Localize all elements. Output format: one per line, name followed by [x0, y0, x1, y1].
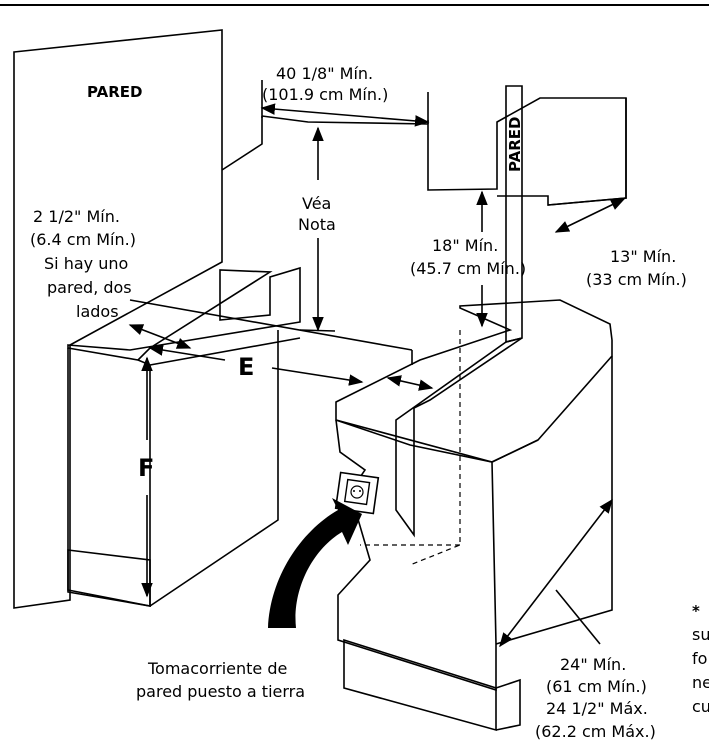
label-outlet-line1: Tomacorriente de [147, 659, 287, 678]
dim-side-25 [128, 324, 192, 349]
label-side-line2: (6.4 cm Mín.) [30, 230, 136, 249]
label-note-line2: Nota [298, 215, 336, 234]
dim-24-leader [555, 589, 601, 645]
dim-e-right [271, 367, 364, 386]
label-cut-line4: ne [692, 673, 709, 692]
dim-24 [499, 498, 613, 648]
label-side-line4: pared, dos [47, 278, 132, 297]
label-18-line2: (45.7 cm Mín.) [410, 259, 526, 278]
label-side-line3: Si hay uno [44, 254, 128, 273]
left-cabinet-front [67, 330, 301, 607]
label-side-line5: lados [76, 302, 119, 321]
right-cabinet-front [335, 419, 497, 692]
label-width-line2: (101.9 cm Mín.) [262, 85, 388, 104]
label-side-line1: 2 1/2" Mín. [33, 207, 120, 226]
label-24-line3: 24 1/2" Máx. [546, 699, 648, 718]
label-pared-strip: PARED [506, 117, 524, 172]
label-18-line1: 18" Mín. [432, 236, 498, 255]
label-cut-line3: fo [692, 649, 707, 668]
label-24-line1: 24" Mín. [560, 655, 626, 674]
dim-side-rule [129, 299, 413, 351]
dim-e-right2 [386, 375, 434, 391]
right-cabinet-toe [343, 638, 497, 732]
upper-cabinet [221, 97, 627, 206]
label-pared-left: PARED [87, 83, 142, 101]
left-cabinet-toe [67, 549, 151, 607]
electrical-outlet [334, 471, 380, 515]
label-e: E [238, 353, 254, 381]
pared-strip-lower [395, 337, 523, 538]
label-cut-line5: cu [692, 697, 709, 716]
dim-e-left [148, 344, 226, 361]
label-f: F [138, 454, 154, 482]
right-cabinet-toe-side [495, 678, 521, 731]
dim-13 [554, 198, 626, 233]
label-24-line4: (62.2 cm Máx.) [535, 722, 656, 741]
label-24-line2: (61 cm Mín.) [546, 677, 647, 696]
hidden-lines [360, 330, 461, 566]
label-note-line1: Véa [302, 194, 331, 213]
upper-cabinet-side [547, 98, 627, 206]
label-13-line2: (33 cm Mín.) [586, 270, 687, 289]
right-cabinet-top [335, 299, 613, 463]
label-13-line1: 13" Mín. [610, 247, 676, 266]
right-cabinet-side [495, 356, 613, 645]
dim-width-40 [260, 103, 430, 127]
label-cut-line2: su [692, 625, 709, 644]
label-outlet-line2: pared puesto a tierra [136, 682, 305, 701]
label-width-line1: 40 1/8" Mín. [276, 64, 373, 83]
outlet-arrow [268, 498, 362, 628]
right-cabinet-top-edge [335, 419, 539, 645]
dim-note-tick [299, 329, 336, 332]
label-cut-line1: * [692, 602, 700, 620]
